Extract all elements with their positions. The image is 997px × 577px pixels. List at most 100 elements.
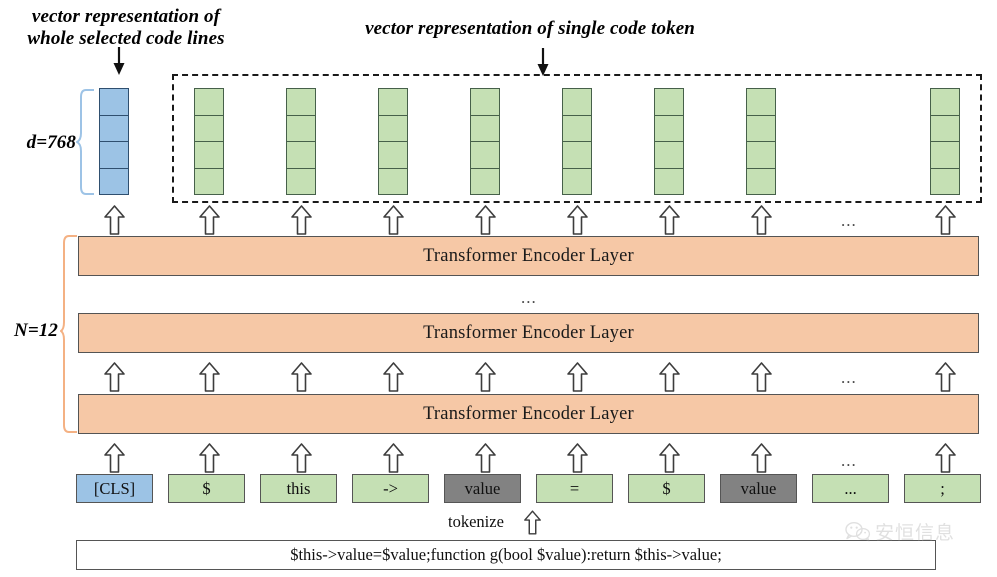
- vector-cell: [287, 116, 315, 142]
- token-vector-column: [562, 88, 592, 195]
- vector-cell: [195, 169, 223, 195]
- source-code-text: $this->value=$value;function g(bool $val…: [290, 545, 722, 564]
- flow-arrow-up: [751, 362, 772, 392]
- ellipsis-between-layers: ...: [521, 288, 537, 307]
- token-box[interactable]: ;: [904, 474, 981, 503]
- dimension-label: d=768: [26, 132, 76, 153]
- token-box[interactable]: ...: [812, 474, 889, 503]
- flow-arrow-up: [104, 205, 125, 235]
- flow-arrow-up: [383, 443, 404, 473]
- vector-cell: [100, 169, 128, 195]
- vector-cell: [100, 116, 128, 142]
- token-vector-column: [194, 88, 224, 195]
- token-box-cls[interactable]: [CLS]: [76, 474, 153, 503]
- vector-cell: [287, 89, 315, 116]
- annotation-arrow-whole-lines: [113, 47, 125, 75]
- flow-arrow-up: [567, 205, 588, 235]
- flow-arrow-up: [104, 443, 125, 473]
- flow-arrow-up: [104, 362, 125, 392]
- ellipsis-top-row: ...: [841, 211, 857, 230]
- token-box[interactable]: =: [536, 474, 613, 503]
- token-box-highlighted[interactable]: value: [444, 474, 521, 503]
- flow-arrow-up: [935, 205, 956, 235]
- vector-cell: [747, 142, 775, 169]
- token-label: this: [286, 478, 311, 498]
- token-label: value: [464, 478, 501, 498]
- tokenize-label: tokenize: [448, 512, 504, 531]
- vector-cell: [655, 116, 683, 142]
- flow-arrow-up: [659, 205, 680, 235]
- vector-cell: [563, 89, 591, 116]
- vector-cell: [195, 142, 223, 169]
- token-box[interactable]: $: [168, 474, 245, 503]
- flow-arrow-up: [291, 362, 312, 392]
- token-label: $: [662, 478, 671, 498]
- vector-cell: [379, 142, 407, 169]
- token-label: =: [569, 478, 580, 498]
- token-vector-column: [470, 88, 500, 195]
- vector-cell: [471, 142, 499, 169]
- vector-cell: [747, 169, 775, 195]
- vector-cell: [379, 116, 407, 142]
- transformer-encoder-layer: Transformer Encoder Layer: [78, 394, 979, 434]
- token-label: $: [202, 478, 211, 498]
- flow-arrow-up: [659, 362, 680, 392]
- token-label: ;: [940, 478, 945, 498]
- vector-cell: [931, 169, 959, 195]
- vector-cell: [563, 169, 591, 195]
- token-box[interactable]: $: [628, 474, 705, 503]
- flow-arrow-up: [659, 443, 680, 473]
- vector-cell: [931, 142, 959, 169]
- vector-cell: [747, 89, 775, 116]
- flow-arrow-up: [751, 443, 772, 473]
- vector-cell: [100, 89, 128, 116]
- flow-arrow-up: [935, 443, 956, 473]
- token-label: value: [740, 478, 777, 498]
- transformer-encoder-layer: Transformer Encoder Layer: [78, 313, 979, 353]
- flow-arrow-up: [751, 205, 772, 235]
- vector-cell: [379, 89, 407, 116]
- flow-arrow-up: [475, 205, 496, 235]
- flow-arrow-up: [935, 362, 956, 392]
- vector-cell: [563, 116, 591, 142]
- vector-cell: [655, 89, 683, 116]
- cls-vector-column: [99, 88, 129, 195]
- token-vector-column: [746, 88, 776, 195]
- vector-cell: [655, 142, 683, 169]
- flow-arrow-up: [199, 205, 220, 235]
- annotation-whole-code-lines: vector representation of whole selected …: [27, 6, 225, 50]
- vector-cell: [655, 169, 683, 195]
- vector-cell: [287, 142, 315, 169]
- num-layers-brace: [60, 235, 77, 433]
- vector-cell: [471, 89, 499, 116]
- annotation-single-token: vector representation of single code tok…: [365, 18, 695, 39]
- token-box-highlighted[interactable]: value: [720, 474, 797, 503]
- token-vector-column: [930, 88, 960, 195]
- vector-cell: [379, 169, 407, 195]
- ellipsis-middle-row: ...: [841, 368, 857, 387]
- flow-arrow-up: [291, 205, 312, 235]
- flow-arrow-up: [475, 443, 496, 473]
- token-box[interactable]: ->: [352, 474, 429, 503]
- encoder-layer-label: Transformer Encoder Layer: [423, 245, 634, 266]
- vector-cell: [195, 116, 223, 142]
- token-label: [CLS]: [93, 478, 136, 498]
- annotation-arrow-single-token: [537, 48, 549, 76]
- vector-cell: [471, 116, 499, 142]
- token-vector-column: [654, 88, 684, 195]
- token-label: ...: [844, 478, 857, 498]
- vector-cell: [931, 116, 959, 142]
- source-code-line-box[interactable]: $this->value=$value;function g(bool $val…: [76, 540, 936, 570]
- flow-arrow-up: [291, 443, 312, 473]
- flow-arrow-up: [199, 362, 220, 392]
- transformer-encoder-layer: Transformer Encoder Layer: [78, 236, 979, 276]
- flow-arrow-up: [383, 205, 404, 235]
- dimension-brace: [76, 89, 94, 195]
- flow-arrow-up: [567, 362, 588, 392]
- token-box[interactable]: this: [260, 474, 337, 503]
- encoder-layer-label: Transformer Encoder Layer: [423, 403, 634, 424]
- tokenize-arrow-up: [524, 510, 541, 535]
- vector-cell: [471, 169, 499, 195]
- vector-cell: [195, 89, 223, 116]
- token-label: ->: [383, 478, 398, 498]
